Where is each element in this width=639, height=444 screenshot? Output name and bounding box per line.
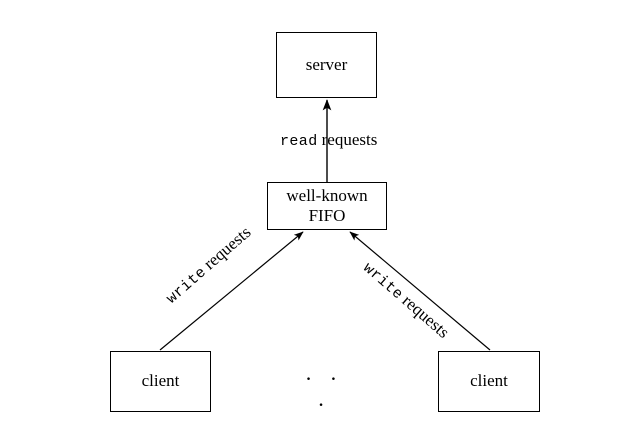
edge-label-read-requests: read requests bbox=[280, 130, 377, 150]
node-fifo-label-line2: FIFO bbox=[308, 206, 346, 225]
edge-label-read-mono: read bbox=[280, 133, 318, 150]
node-client-left-label: client bbox=[141, 371, 180, 391]
edge-label-read-serif: requests bbox=[321, 130, 378, 149]
edge-label-write-left-serif: requests bbox=[199, 222, 255, 274]
node-fifo-label-line1: well-known bbox=[286, 185, 368, 205]
edge-write-requests-right bbox=[349, 231, 491, 351]
node-well-known-fifo[interactable]: well-known FIFO bbox=[267, 182, 387, 230]
node-client-left[interactable]: client bbox=[110, 351, 211, 412]
edge-label-write-right-serif: requests bbox=[398, 290, 454, 342]
node-client-right-label: client bbox=[470, 371, 508, 391]
node-server-label: server bbox=[305, 54, 348, 74]
node-client-right[interactable]: client bbox=[438, 351, 540, 412]
edge-label-write-requests-right: write requests bbox=[359, 257, 453, 342]
edge-label-write-left-mono: write bbox=[163, 263, 211, 308]
edge-label-write-requests-left: write requests bbox=[161, 222, 255, 307]
node-server[interactable]: server bbox=[276, 32, 377, 98]
clients-ellipsis: · · · bbox=[304, 366, 344, 417]
